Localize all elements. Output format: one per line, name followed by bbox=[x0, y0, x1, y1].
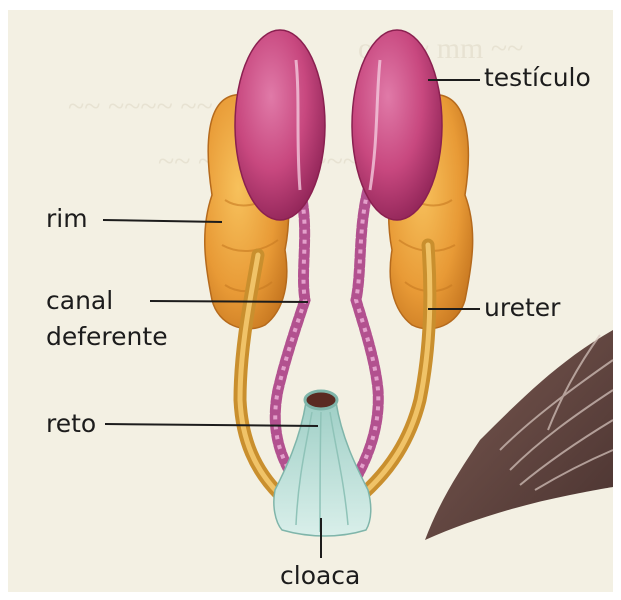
label-reto: reto bbox=[46, 409, 96, 439]
reto-leader-line bbox=[105, 424, 318, 426]
bird-wing-image bbox=[425, 330, 613, 540]
rim-leader-line bbox=[103, 220, 222, 222]
canal-deferente-leader-line bbox=[150, 301, 308, 302]
label-ureter: ureter bbox=[484, 293, 560, 323]
label-testiculo: testículo bbox=[484, 63, 591, 93]
cloaca-image bbox=[274, 391, 371, 536]
label-canal: canal bbox=[46, 286, 113, 316]
label-cloaca: cloaca bbox=[280, 561, 360, 591]
left-testis-image bbox=[235, 30, 325, 220]
label-deferente: deferente bbox=[46, 322, 168, 352]
label-rim: rim bbox=[46, 204, 88, 234]
right-testis-image bbox=[352, 30, 442, 220]
